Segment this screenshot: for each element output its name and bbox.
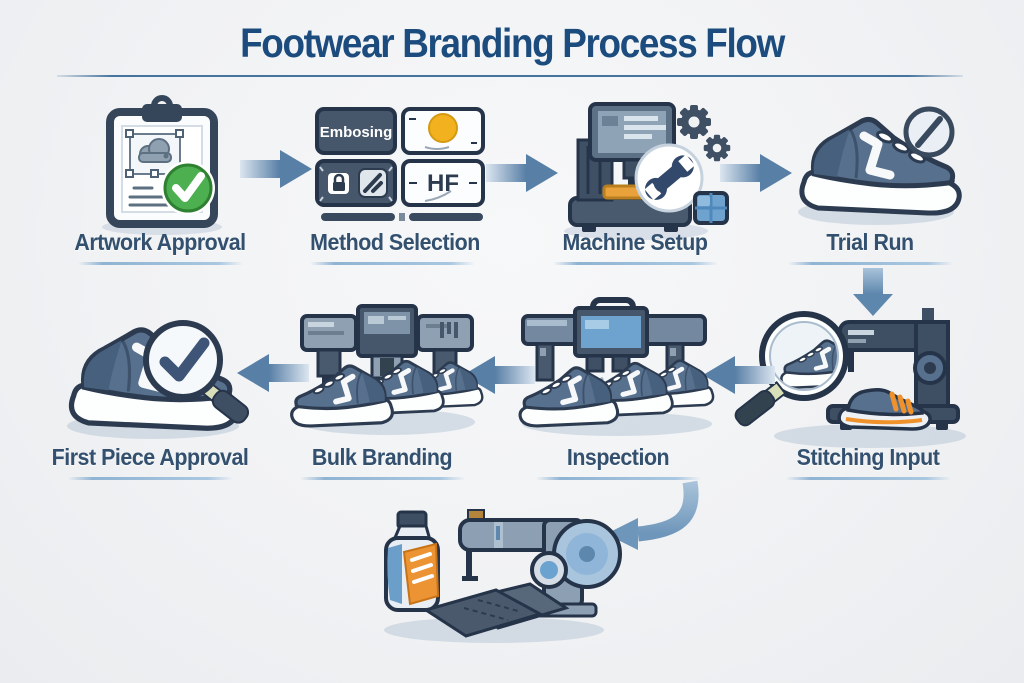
arrow-down-icon <box>853 268 893 318</box>
arrow-curved-icon <box>598 478 718 573</box>
trial-run-sneaker-icon <box>786 104 966 226</box>
magnifier-check-icon <box>143 320 250 424</box>
label-underline <box>78 262 243 265</box>
arrow-left-icon <box>463 352 535 398</box>
label-underline <box>786 477 951 480</box>
svg-text:Embosing: Embosing <box>320 124 393 141</box>
label-underline <box>300 477 465 480</box>
step-label-first-piece-approval: First Piece Approval <box>51 444 249 470</box>
label-underline <box>536 477 701 480</box>
bulk-branding-icon <box>292 298 482 438</box>
lock-tool-tile <box>315 159 397 207</box>
press-head-right <box>416 314 474 384</box>
selector-bar <box>321 213 483 221</box>
arrow-right-icon <box>486 150 558 196</box>
arrow-left-icon <box>237 350 309 396</box>
step-label-stitching-input: Stitching Input <box>796 444 940 470</box>
first-piece-approval-icon <box>55 312 255 442</box>
heat-stamp-tile <box>401 107 485 155</box>
gear-icon <box>677 105 711 139</box>
label-underline <box>788 262 953 265</box>
stitching-input-icon <box>734 300 972 450</box>
supplies-bottle-icon <box>384 510 440 612</box>
arrow-left-icon <box>703 352 775 398</box>
press-head-left <box>300 314 358 384</box>
step-label-artwork-approval: Artwork Approval <box>74 229 246 255</box>
magnifier-shoe-icon <box>734 311 849 427</box>
machine-setup-icon <box>548 98 733 240</box>
arrow-right-icon <box>240 146 312 192</box>
material-cube-icon <box>693 191 729 225</box>
striped-shoe-icon <box>837 387 932 431</box>
wrench-icon <box>634 143 704 213</box>
method-selection-tiles-icon: Embosing HF <box>313 103 491 225</box>
step-label-bulk-branding: Bulk Branding <box>311 444 453 470</box>
step-label-trial-run: Trial Run <box>826 229 914 255</box>
no-badge-icon <box>903 106 955 158</box>
approved-check-badge-icon <box>161 161 215 215</box>
svg-text:HF: HF <box>427 170 459 197</box>
step-label-machine-setup: Machine Setup <box>562 229 708 255</box>
page-title: Footwear Branding Process Flow <box>240 20 785 66</box>
sewing-machine-icon <box>458 509 622 618</box>
label-underline <box>310 262 475 265</box>
label-underline <box>68 477 233 480</box>
stitching-station-illustration <box>368 492 628 647</box>
hf-tile: HF <box>401 159 485 207</box>
fabric-swatch-icon <box>422 582 570 638</box>
label-underline <box>553 262 718 265</box>
title-divider <box>57 75 963 77</box>
artwork-approval-clipboard-icon <box>92 95 232 236</box>
step-label-method-selection: Method Selection <box>310 229 480 255</box>
arrow-right-icon <box>720 150 792 196</box>
inspection-gantry-icon <box>515 297 720 438</box>
step-label-inspection: Inspection <box>566 444 670 470</box>
embossing-tile: Embosing <box>315 107 397 155</box>
